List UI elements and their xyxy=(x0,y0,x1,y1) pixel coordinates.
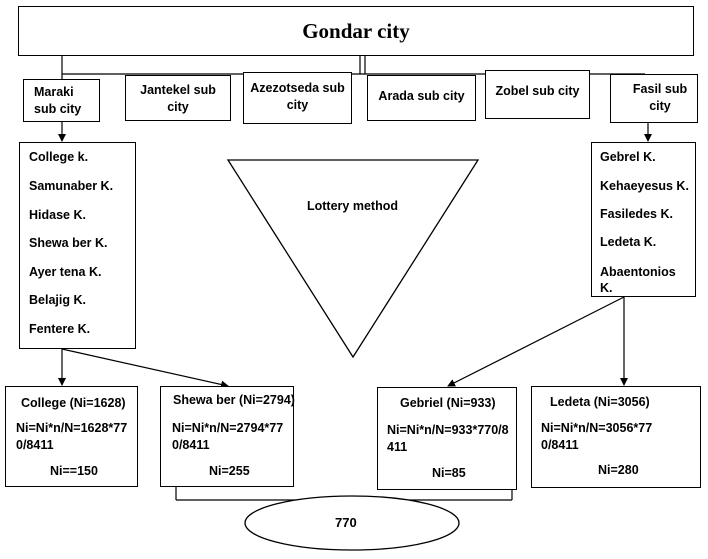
sub-city-fasil: Fasil sub city xyxy=(610,74,698,123)
list-item: Ayer tena K. xyxy=(29,265,102,279)
sample-box-ledeta: Ledeta (Ni=3056) Ni=Ni*n/N=3056*770/8411… xyxy=(531,386,701,488)
lottery-triangle xyxy=(226,159,480,359)
list-item: Hidase K. xyxy=(29,208,86,222)
maraki-kebele-list: College k. Samunaber K. Hidase K. Shewa … xyxy=(19,142,136,349)
sample-formula: Ni=Ni*n/N=933*770/8411 xyxy=(387,423,509,454)
sample-formula: Ni=Ni*n/N=1628*770/8411 xyxy=(16,421,128,452)
list-item: Ledeta K. xyxy=(600,235,657,249)
list-item: Belajig K. xyxy=(29,293,86,307)
fasil-kebele-list: Gebrel K. Kehaeyesus K. Fasiledes K. Led… xyxy=(591,142,696,297)
total-ellipse xyxy=(244,495,460,551)
sub-city-label: Maraki sub city xyxy=(34,85,82,116)
sample-name: Shewa ber (Ni=2794) xyxy=(173,393,295,407)
page-title: Gondar city xyxy=(302,19,410,43)
sample-box-gebriel: Gebriel (Ni=933) Ni=Ni*n/N=933*770/8411 … xyxy=(377,387,517,490)
sub-city-arada: Arada sub city xyxy=(367,75,476,121)
sub-city-label: Fasil sub city xyxy=(632,82,688,113)
sub-city-label: Zobel sub city xyxy=(495,84,580,98)
total-value: 770 xyxy=(335,515,357,530)
sub-city-maraki: Maraki sub city xyxy=(23,79,100,122)
maraki-to-shewa xyxy=(61,348,229,389)
list-item: Shewa ber K. xyxy=(29,236,108,250)
sample-name: Ledeta (Ni=3056) xyxy=(550,395,650,409)
list-item: Kehaeyesus K. xyxy=(600,179,689,193)
title-box: Gondar city xyxy=(18,6,694,56)
fasil-to-gebriel xyxy=(447,296,625,387)
sub-city-label: Jantekel sub city xyxy=(140,83,216,114)
sub-city-label: Azezotseda sub city xyxy=(250,81,345,112)
sample-name: College (Ni=1628) xyxy=(21,396,126,410)
sample-result: Ni=85 xyxy=(432,466,466,480)
sample-result: Ni==150 xyxy=(50,464,98,478)
sample-name: Gebriel (Ni=933) xyxy=(400,396,496,410)
list-item: Abaentonios K. xyxy=(600,265,676,295)
sub-city-zobel: Zobel sub city xyxy=(485,70,590,119)
list-item: Fasiledes K. xyxy=(600,207,673,221)
sample-formula: Ni=Ni*n/N=3056*770/8411 xyxy=(541,421,653,452)
sub-city-jantekel: Jantekel sub city xyxy=(125,75,231,121)
sample-formula: Ni=Ni*n/N=2794*770/8411 xyxy=(172,421,284,452)
list-item: Gebrel K. xyxy=(600,150,656,164)
lottery-method-label: Lottery method xyxy=(307,199,398,213)
list-item: College k. xyxy=(29,150,89,164)
sample-result: Ni=280 xyxy=(598,463,639,477)
sample-result: Ni=255 xyxy=(209,464,250,478)
sample-box-college: College (Ni=1628) Ni=Ni*n/N=1628*770/841… xyxy=(5,386,138,487)
sub-city-label: Arada sub city xyxy=(378,89,465,103)
list-item: Samunaber K. xyxy=(29,179,114,193)
sample-box-shewa-ber: Shewa ber (Ni=2794) Ni=Ni*n/N=2794*770/8… xyxy=(160,386,295,487)
list-item: Fentere K. xyxy=(29,322,91,336)
sub-city-azezotseda: Azezotseda sub city xyxy=(243,72,352,124)
